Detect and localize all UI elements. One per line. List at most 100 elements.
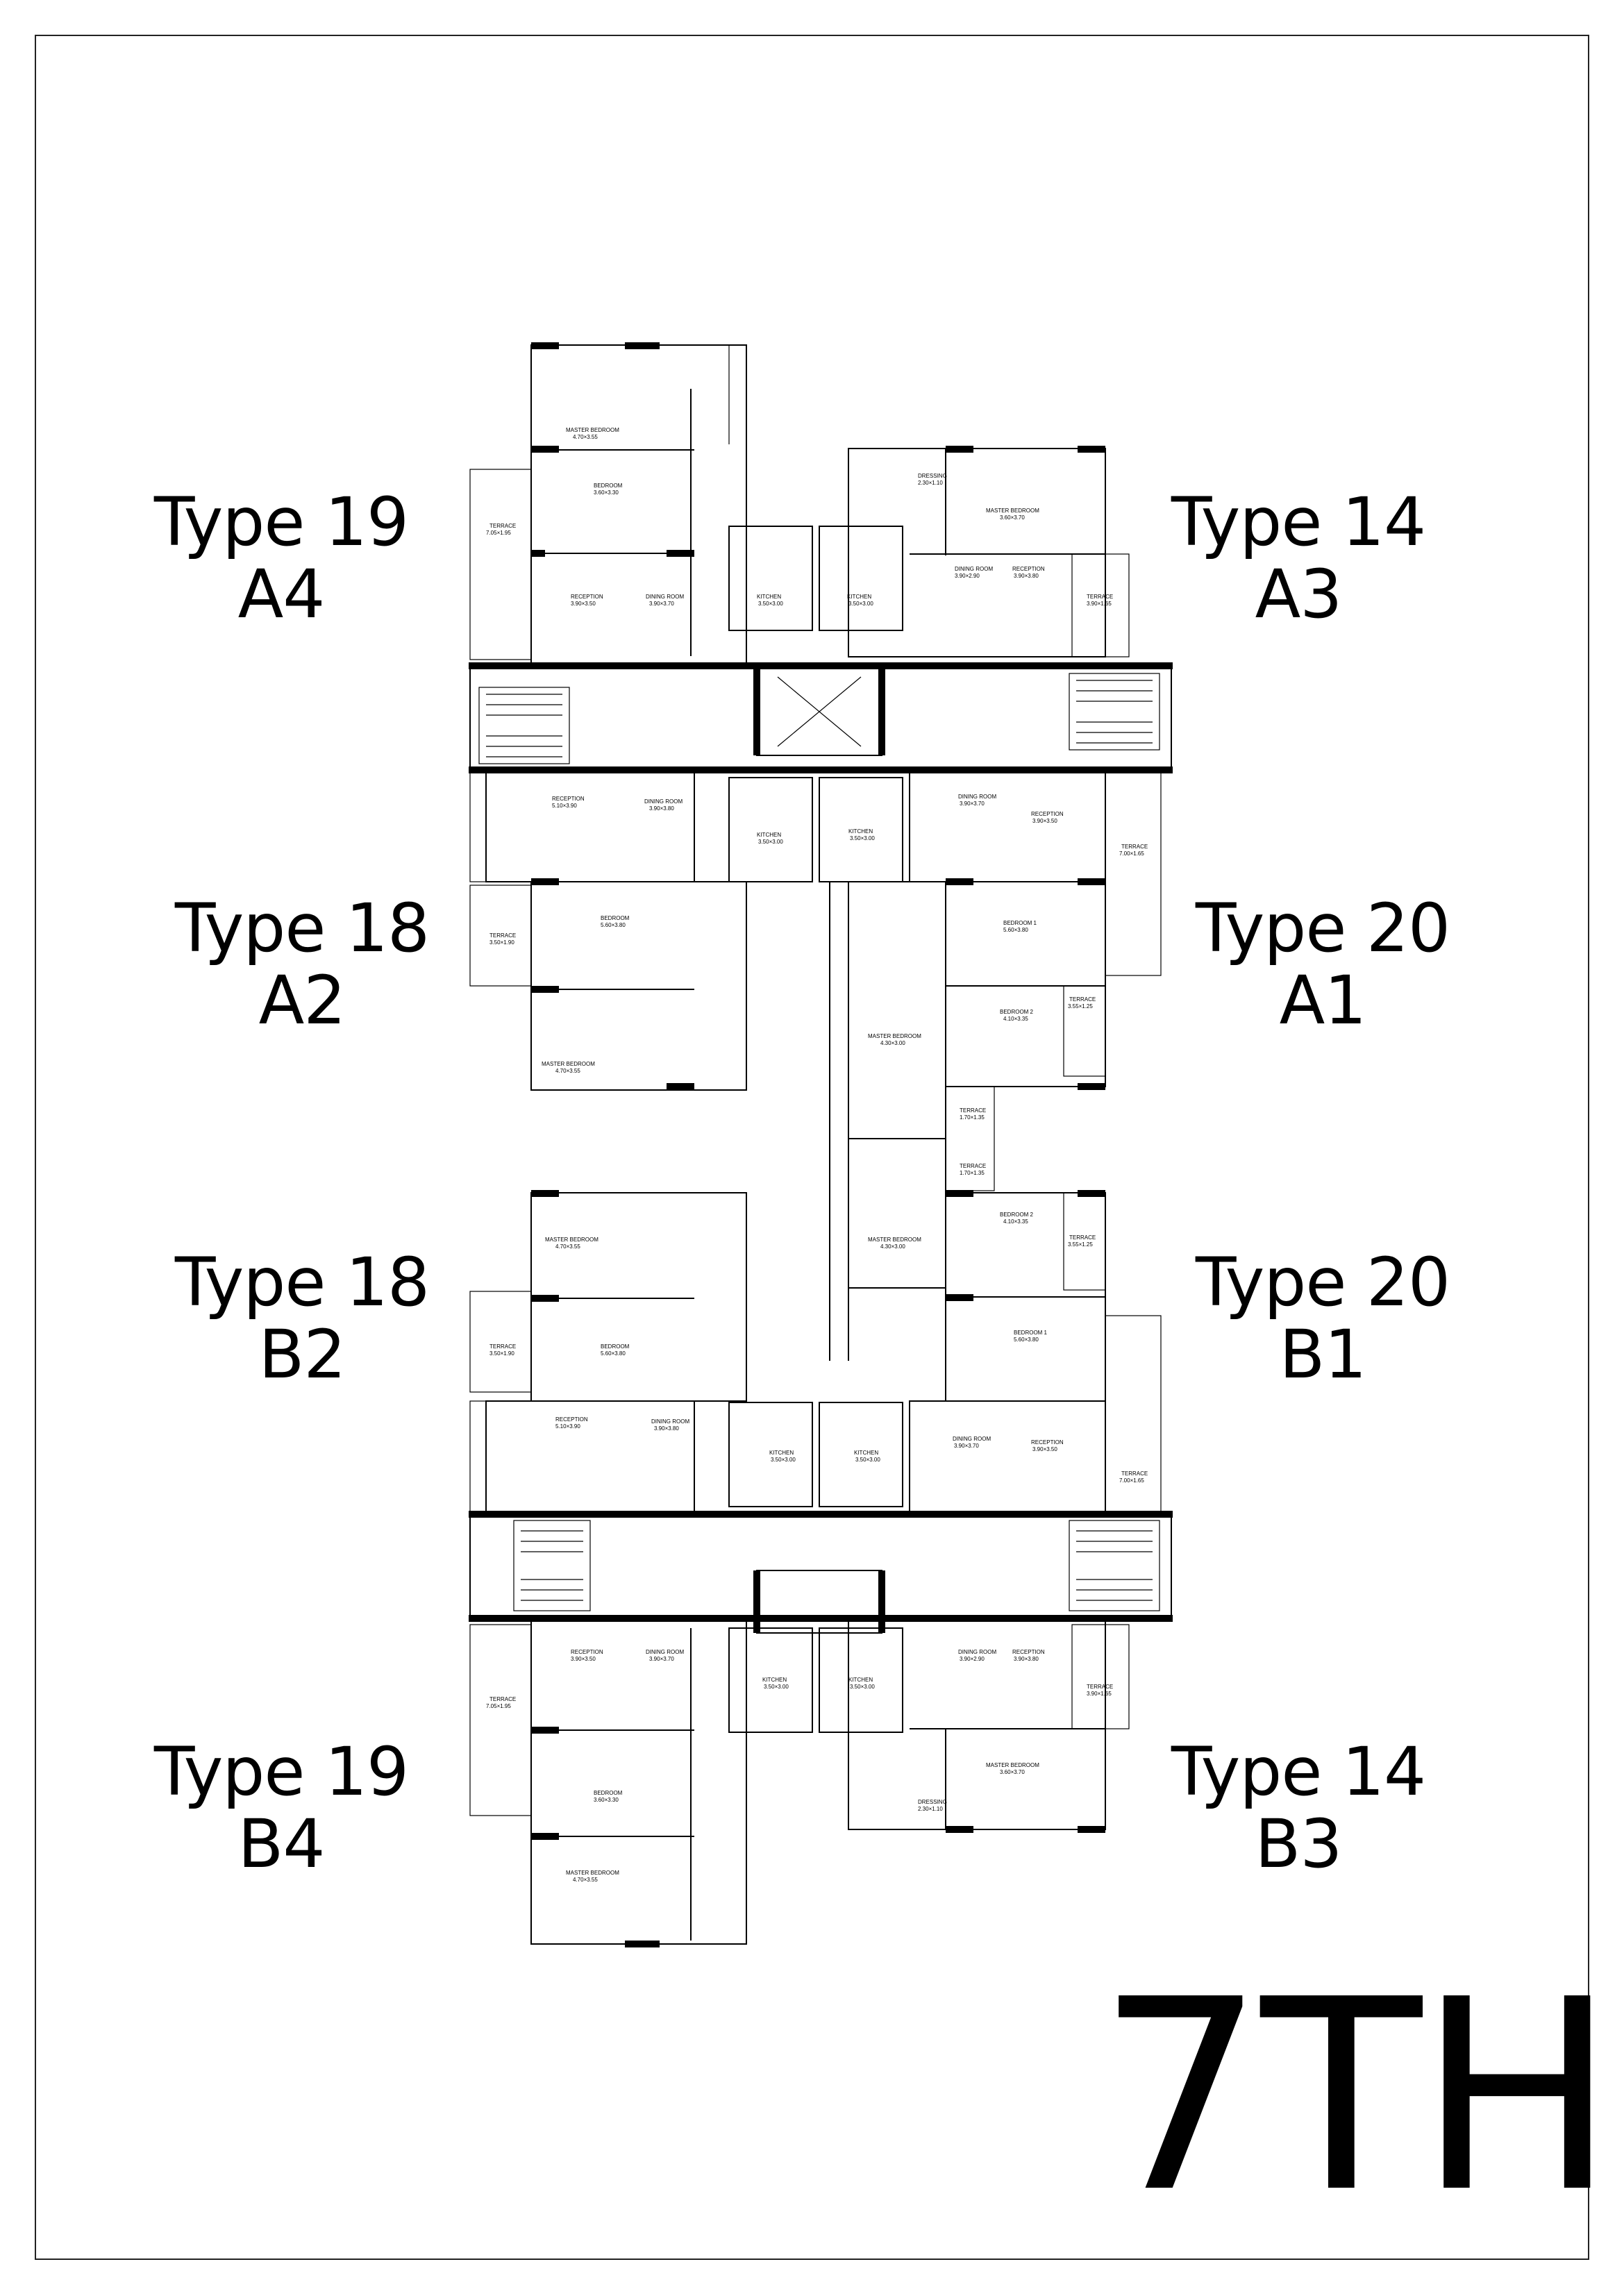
room-dim: 5.10×3.90 <box>555 1423 580 1430</box>
wing-b2-outline <box>530 1192 747 1402</box>
room-dim: 3.50×3.00 <box>850 1684 875 1690</box>
kitchen-a3 <box>819 526 903 631</box>
master-b1 <box>848 1138 946 1289</box>
unit-label-a1: Type 20 A1 <box>1149 892 1496 1037</box>
unit-label-a3: Type 14 A3 <box>1125 486 1472 630</box>
room-label: DINING ROOM <box>953 1436 991 1442</box>
terrace-a2-outline <box>469 885 532 987</box>
room-dim: 3.55×1.25 <box>1068 1003 1093 1009</box>
room-dim: 2.30×1.10 <box>918 1806 943 1812</box>
stair-right-upper <box>1069 673 1160 751</box>
room-label: MASTER BEDROOM <box>566 427 619 433</box>
room-label: DINING ROOM <box>958 1649 996 1655</box>
room-label: RECEPTION <box>555 1416 588 1423</box>
room-label: DINING ROOM <box>646 1649 684 1655</box>
room-label: RECEPTION <box>571 594 603 600</box>
room-dim: 3.50×3.00 <box>855 1457 880 1463</box>
unit-type: Type 18 <box>174 889 430 967</box>
room-label: DINING ROOM <box>958 794 996 800</box>
room-label: KITCHEN <box>757 832 781 838</box>
room-label: MASTER BEDROOM <box>545 1237 598 1243</box>
room-dim: 3.60×3.30 <box>594 489 619 496</box>
room-label: MASTER BEDROOM <box>566 1870 619 1876</box>
room-label: RECEPTION <box>1031 1439 1064 1446</box>
room-label: DRESSING <box>918 1799 947 1805</box>
room-dim: 3.90×3.80 <box>1014 1656 1039 1662</box>
room-dim: 3.50×1.90 <box>489 1350 514 1357</box>
unit-label-b1: Type 20 B1 <box>1149 1246 1496 1391</box>
room-dim: 3.90×3.50 <box>571 1656 596 1662</box>
room-dim: 5.60×3.80 <box>601 922 626 928</box>
room-dim: 4.10×3.35 <box>1003 1016 1028 1022</box>
room-label: TERRACE <box>960 1107 986 1114</box>
room-dim: 5.10×3.90 <box>552 803 577 809</box>
unit-label-b2: Type 18 B2 <box>128 1246 476 1391</box>
unit-code: B1 <box>1279 1316 1367 1393</box>
wing-b3-outline <box>848 1620 1106 1830</box>
room-label: KITCHEN <box>757 594 781 600</box>
room-dim: 3.50×3.00 <box>771 1457 796 1463</box>
room-dim: 3.90×3.80 <box>649 805 674 812</box>
room-label: RECEPTION <box>571 1649 603 1655</box>
room-dim: 1.70×1.35 <box>960 1170 985 1176</box>
sheet-border <box>35 35 1589 2260</box>
room-dim: 7.00×1.65 <box>1119 1477 1144 1484</box>
room-label: RECEPTION <box>1031 811 1064 817</box>
room-label: TERRACE <box>1121 844 1148 850</box>
room-label: KITCHEN <box>848 828 873 835</box>
room-dim: 3.60×3.30 <box>594 1797 619 1803</box>
room-label: BEDROOM <box>594 1790 623 1796</box>
stair-right-lower <box>1069 1520 1160 1611</box>
room-dim: 3.90×3.70 <box>649 601 674 607</box>
planter-b2 <box>469 1400 487 1513</box>
unit-label-a2: Type 18 A2 <box>128 892 476 1037</box>
terrace-a1-outline <box>1105 770 1162 976</box>
unit-code: A3 <box>1255 555 1343 633</box>
room-label: TERRACE <box>1087 594 1113 600</box>
terrace-a4-outline <box>469 469 532 660</box>
stair-left-upper <box>478 687 570 764</box>
room-dim: 3.90×3.50 <box>571 601 596 607</box>
room-label: DRESSING <box>918 473 947 479</box>
unit-type: Type 14 <box>1171 483 1426 561</box>
wing-b4-outline <box>530 1620 747 1945</box>
kitchen-a1 <box>819 777 903 882</box>
terrace-a1-small <box>1063 985 1106 1077</box>
room-label: BEDROOM 1 <box>1014 1330 1048 1336</box>
room-dim: 2.30×1.10 <box>918 480 943 486</box>
room-dim: 3.50×3.00 <box>850 835 875 841</box>
room-dim: 3.90×3.70 <box>954 1443 979 1449</box>
room-dim: 5.60×3.80 <box>601 1350 626 1357</box>
room-label: RECEPTION <box>1012 1649 1045 1655</box>
core-band-lower <box>469 1513 1172 1620</box>
room-dim: 4.30×3.00 <box>880 1243 905 1250</box>
planter-a2 <box>469 770 487 882</box>
unit-label-b4: Type 19 B4 <box>108 1736 455 1880</box>
kitchen-a2 <box>728 777 813 882</box>
room-label: RECEPTION <box>552 796 585 802</box>
room-label: KITCHEN <box>762 1677 787 1683</box>
wing-a2-outline <box>530 881 747 1091</box>
room-dim: 4.70×3.55 <box>555 1068 580 1074</box>
room-dim: 3.50×3.00 <box>848 601 873 607</box>
unit-type: Type 19 <box>153 483 409 561</box>
room-dim: 3.90×3.70 <box>960 801 985 807</box>
room-label: DINING ROOM <box>651 1418 689 1425</box>
unit-code: A4 <box>237 555 326 633</box>
kitchen-b1 <box>819 1402 903 1507</box>
room-dim: 3.90×3.80 <box>1014 573 1039 579</box>
room-dim: 3.90×3.70 <box>649 1656 674 1662</box>
room-label: KITCHEN <box>847 594 871 600</box>
room-label: TERRACE <box>489 1696 516 1702</box>
room-label: TERRACE <box>960 1163 986 1169</box>
reception-b1 <box>909 1400 1106 1513</box>
elevator-core-upper <box>756 664 882 756</box>
room-dim: 3.60×3.70 <box>1000 514 1025 521</box>
room-dim: 7.05×1.95 <box>486 530 511 536</box>
unit-label-b3: Type 14 B3 <box>1125 1736 1472 1880</box>
room-dim: 4.70×3.55 <box>555 1243 580 1250</box>
room-dim: 3.90×3.50 <box>1032 1446 1057 1452</box>
room-label: BEDROOM <box>601 1343 630 1350</box>
room-label: KITCHEN <box>848 1677 873 1683</box>
